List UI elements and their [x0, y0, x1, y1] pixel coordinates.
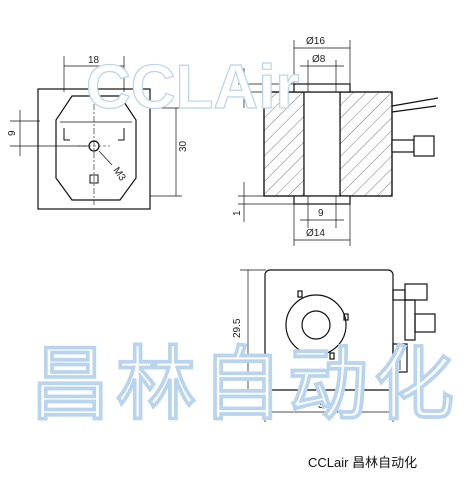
dim-side-top-gap: 1 — [232, 68, 243, 74]
dim-bottom-width: 35.5 — [318, 400, 338, 411]
side-dimensions — [238, 40, 351, 246]
watermark-latin: CCLAir — [86, 53, 300, 122]
front-dimensions — [10, 56, 182, 197]
bottom-dimensions — [240, 269, 394, 422]
watermark-cjk: 昌林自动化 — [30, 340, 460, 429]
dim-front-offset: 9 — [7, 130, 18, 136]
bottom-bore — [301, 310, 331, 340]
caption: CCLair 昌林自动化 — [308, 455, 418, 470]
dim-front-height: 30 — [178, 140, 189, 152]
front-view — [37, 88, 151, 210]
dim-side-bottom-outer: Ø14 — [306, 228, 325, 239]
dim-bottom-height: 29.5 — [232, 318, 243, 338]
connector-socket-outline — [55, 95, 137, 201]
dim-side-bottom-inner: 9 — [318, 208, 324, 219]
dim-side-bottom-gap: 1 — [232, 210, 243, 216]
bottom-body-outline — [264, 269, 394, 391]
dim-side-inner-dia: Ø8 — [312, 54, 326, 65]
dim-side-outer-dia: Ø16 — [306, 36, 325, 47]
front-body-outline — [37, 88, 151, 210]
bottom-flange — [285, 294, 347, 356]
dim-thread: M3 — [111, 165, 128, 183]
side-section-view — [263, 83, 439, 205]
side-bore — [303, 91, 341, 197]
side-body-hatched-right — [339, 91, 393, 197]
dim-front-width: 18 — [88, 55, 100, 66]
bottom-view — [264, 269, 436, 391]
